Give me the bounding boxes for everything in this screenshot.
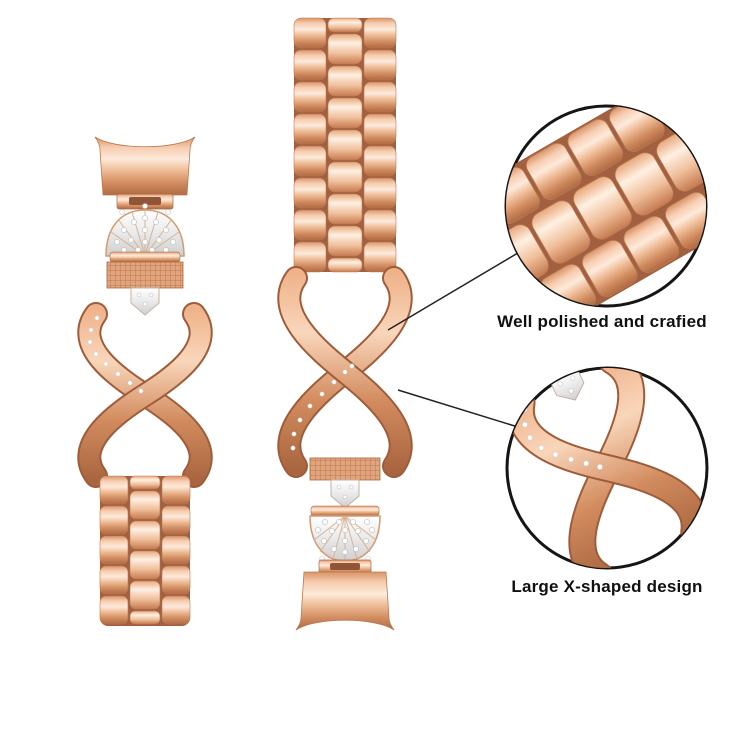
callout-circle-xshape: [505, 366, 709, 570]
watch-band-left: [77, 136, 213, 626]
keystone-center: [330, 479, 360, 509]
watch-band-center: [277, 17, 413, 631]
caption-well-polished: Well polished and crafied: [497, 312, 707, 331]
lug-connector-bottom: [295, 559, 395, 631]
mesh-band-left: [106, 261, 184, 289]
caption-x-design: Large X-shaped design: [511, 577, 703, 596]
link-bracelet-left: [99, 475, 191, 626]
lug-connector-top: [94, 136, 196, 210]
callout-circle-polished: [504, 104, 708, 308]
rhinestone-crown: [105, 203, 185, 263]
x-link-left: [77, 302, 213, 488]
link-bracelet-center: [293, 17, 397, 273]
mesh-band-center: [309, 457, 381, 481]
x-link-center: [277, 266, 413, 478]
keystone-left: [130, 287, 160, 316]
rhinestone-crown-center: [309, 505, 381, 567]
